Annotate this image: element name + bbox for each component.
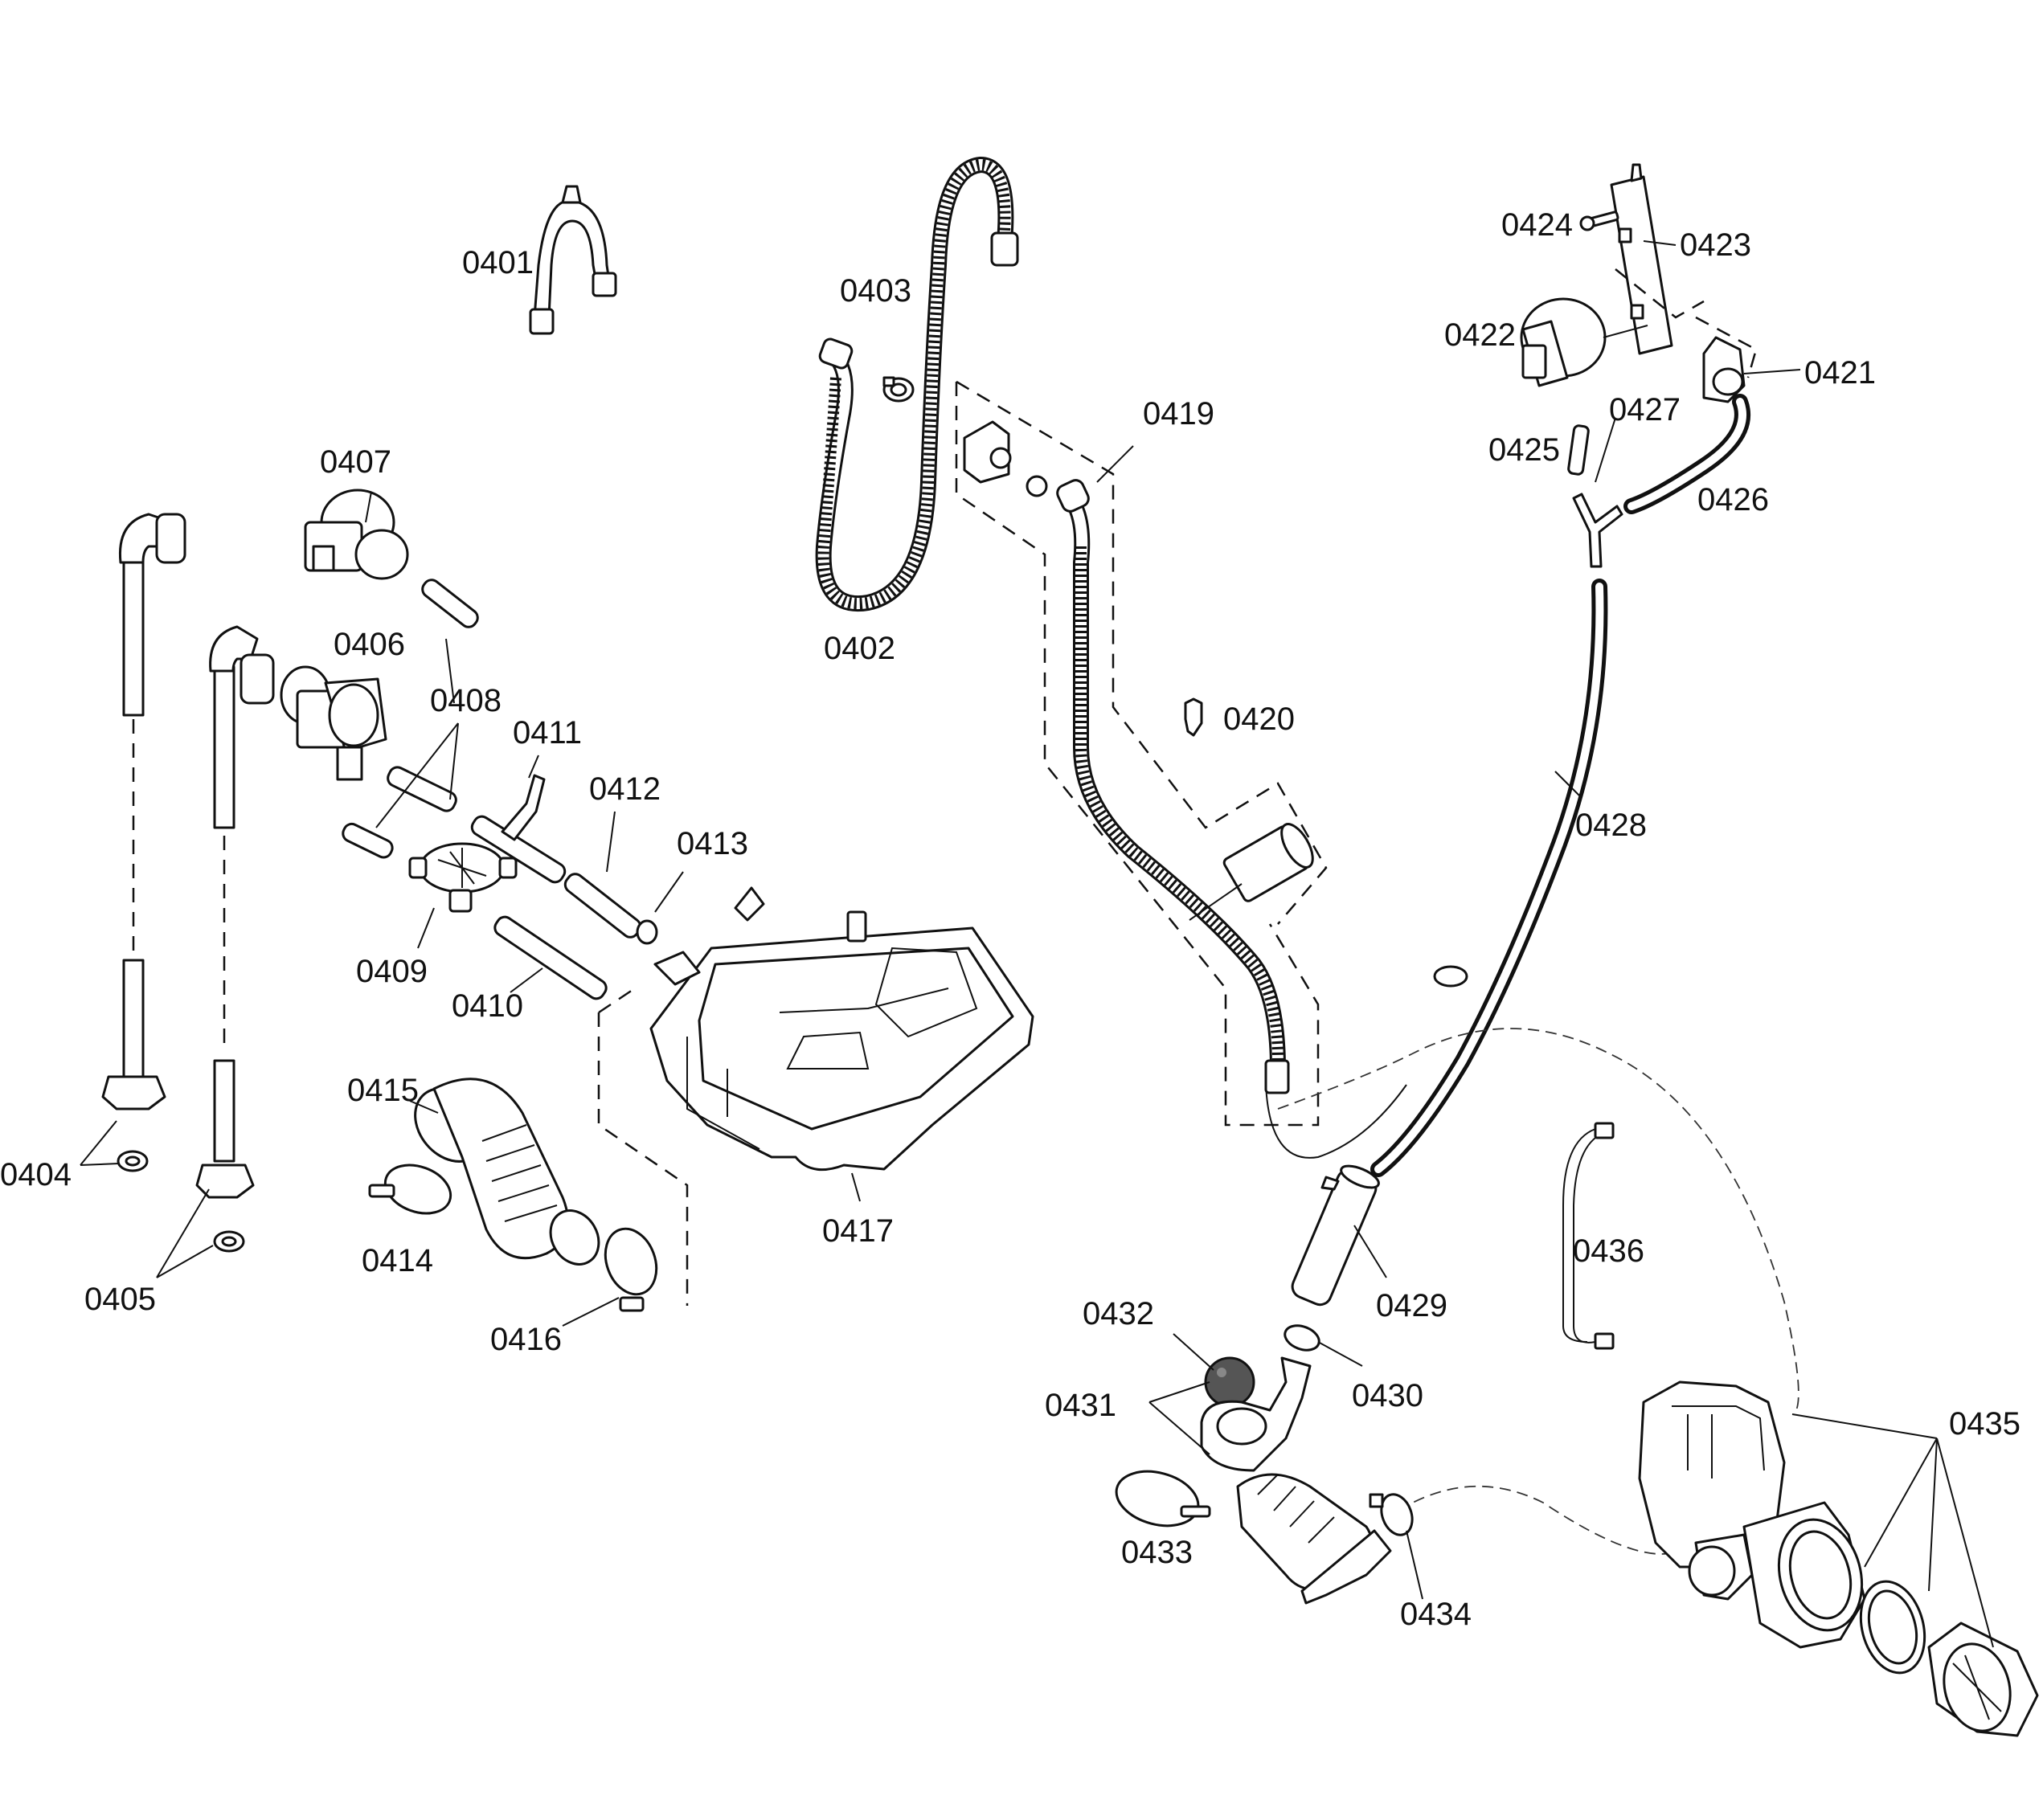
- label-0419: 0419: [1143, 396, 1214, 431]
- part-0410-tube: [493, 915, 608, 1000]
- part-0401-y-connector: [529, 185, 617, 335]
- label-0420: 0420: [1223, 701, 1295, 737]
- label-0409: 0409: [356, 954, 428, 989]
- label-0431: 0431: [1045, 1388, 1116, 1423]
- part-0425-tube: [1567, 424, 1590, 476]
- label-0430: 0430: [1352, 1378, 1423, 1413]
- label-0412: 0412: [589, 771, 661, 807]
- part-0424-screw: [1579, 211, 1619, 231]
- part-0406-inlet-valve: [280, 665, 387, 781]
- part-0422-pressure-switch: [1520, 297, 1648, 387]
- part-0430-clamp: [1284, 1324, 1363, 1367]
- part-0412-tube: [563, 811, 642, 939]
- part-0404-elbow-tube: [101, 513, 186, 1172]
- label-0429: 0429: [1376, 1288, 1447, 1323]
- label-0405: 0405: [84, 1282, 156, 1317]
- label-0402: 0402: [824, 631, 895, 666]
- label-0425: 0425: [1488, 432, 1560, 468]
- part-0431-sump-hose: [1148, 1356, 1392, 1605]
- part-0419-drain-hose-assembly: [955, 380, 1407, 1159]
- label-0414: 0414: [362, 1243, 433, 1278]
- routing-curve-lower: [1398, 1485, 1681, 1555]
- part-0403-clamp: [882, 376, 915, 403]
- label-0432: 0432: [1083, 1296, 1154, 1331]
- routing-curve: [1277, 1028, 1799, 1411]
- part-0420-clip: [1184, 697, 1203, 737]
- label-0413: 0413: [677, 826, 748, 861]
- part-0436-wire-harness: [1562, 1122, 1615, 1350]
- label-0411: 0411: [513, 715, 582, 750]
- part-0423-bracket: [1610, 163, 1705, 355]
- label-0426: 0426: [1697, 482, 1769, 517]
- label-0410: 0410: [452, 988, 523, 1024]
- label-0404: 0404: [0, 1157, 72, 1192]
- label-0436: 0436: [1573, 1233, 1644, 1269]
- label-0428: 0428: [1575, 808, 1647, 843]
- part-0407-inlet-valve: [304, 489, 409, 580]
- part-0427-y-piece: [1572, 417, 1623, 568]
- part-0434-clamp: [1369, 1493, 1423, 1600]
- label-0423: 0423: [1680, 227, 1751, 263]
- label-0407: 0407: [320, 444, 391, 480]
- label-0403: 0403: [840, 273, 911, 309]
- part-0421-pressure-switch: [1695, 316, 1801, 403]
- part-0417-dispenser-housing: [597, 886, 1034, 1306]
- part-0433-clamp: [1115, 1470, 1211, 1528]
- label-0408: 0408: [430, 683, 502, 718]
- label-0427: 0427: [1609, 392, 1681, 427]
- part-0402-fill-hose: [815, 157, 1019, 612]
- label-0406: 0406: [334, 627, 405, 662]
- part-0413-clamp: [636, 871, 684, 945]
- label-0433: 0433: [1121, 1535, 1193, 1570]
- label-0416: 0416: [490, 1322, 562, 1357]
- part-0435-drain-pump: [1638, 1380, 2039, 1737]
- label-0422: 0422: [1444, 317, 1516, 353]
- part-0416-clamp: [562, 1227, 658, 1327]
- part-labels: 0401 0402 0403 0404 0405 0406 0407 0408 …: [0, 207, 2020, 1632]
- part-0409-distributor: [408, 842, 518, 949]
- part-0405-elbow-tube: [195, 625, 275, 1253]
- label-0401: 0401: [462, 245, 534, 280]
- part-0415-bellows-hose: [414, 1078, 600, 1266]
- label-0435: 0435: [1949, 1406, 2020, 1442]
- part-0432-ball: [1173, 1333, 1255, 1408]
- part-0414-clamp: [368, 1164, 452, 1215]
- part-0408-connector-tubes: [342, 579, 479, 859]
- label-0421: 0421: [1804, 355, 1876, 391]
- part-0426-tube: [1623, 394, 1750, 514]
- label-0424: 0424: [1501, 207, 1573, 243]
- part-0411-y-tube: [470, 755, 567, 884]
- label-0417: 0417: [822, 1213, 894, 1249]
- label-0434: 0434: [1400, 1597, 1472, 1632]
- part-0429-air-chamber: [1291, 1164, 1387, 1307]
- label-0415: 0415: [347, 1073, 419, 1108]
- part-0428-long-tube: [1370, 579, 1608, 1177]
